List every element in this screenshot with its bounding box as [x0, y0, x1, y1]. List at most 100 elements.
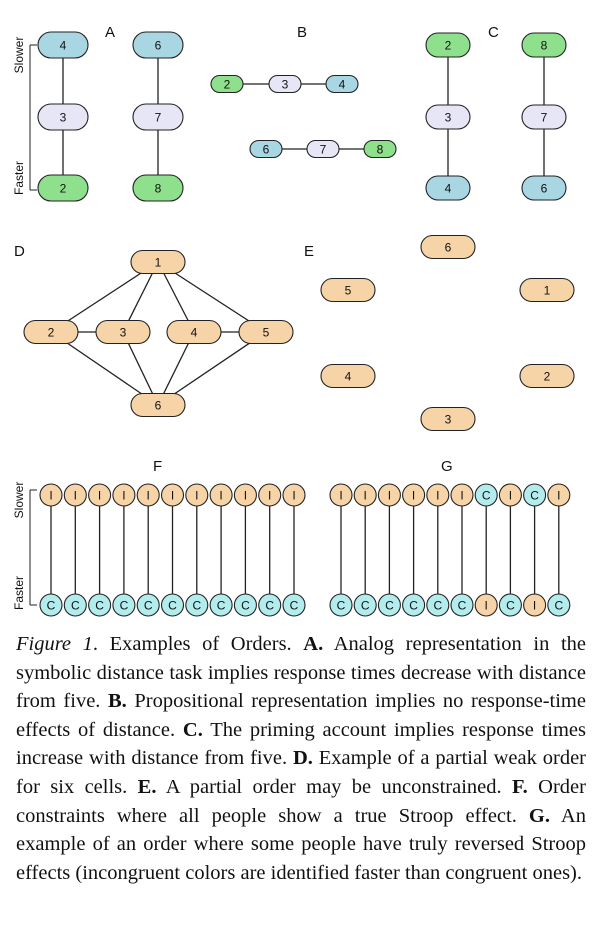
panel-g-bottom-cell: C [377, 593, 401, 617]
panel-b-label: B [297, 24, 307, 41]
node-label: 3 [445, 111, 452, 125]
node-label: 3 [60, 111, 67, 125]
cell-label: I [557, 489, 560, 503]
panel-f-bottom-cell: C [160, 593, 185, 617]
panel-a-node: 7 [132, 103, 184, 131]
panel-c-label: C [488, 24, 499, 41]
panel-d-edge [122, 331, 159, 406]
panel-a-node: 4 [37, 31, 89, 59]
cell-label: I [268, 489, 271, 503]
node-label: 8 [541, 39, 548, 53]
panel-f-bottom-cell: C [112, 593, 136, 617]
cell-label: C [120, 599, 129, 613]
panel-f-top-cell: I [63, 483, 87, 507]
panel-d-node: 4 [166, 319, 222, 345]
panel-e-label: E [304, 243, 314, 260]
node-label: 2 [60, 182, 67, 196]
axis-label-faster: Faster [12, 161, 26, 195]
panel-f-top-cell: I [185, 483, 209, 507]
caption-text-g: An example of an order where some people… [16, 804, 586, 884]
panel-b-node: 8 [363, 139, 397, 159]
cell-label: C [409, 599, 418, 613]
cell-label: C [433, 599, 442, 613]
panel-g-label: G [441, 458, 453, 475]
cell-label: C [530, 489, 539, 503]
panel-f-bottom-cell: C [233, 593, 257, 617]
node-label: 6 [155, 399, 162, 413]
panel-d-edge [157, 331, 267, 406]
figure-caption: Figure 1. Examples of Orders. A. Analog … [16, 630, 586, 887]
cell-label: I [122, 489, 125, 503]
panel-a-label: A [105, 24, 115, 41]
panel-g-top-cell: I [377, 483, 401, 507]
caption-label-f: F. [512, 775, 528, 798]
node-label: 4 [345, 370, 352, 384]
panel-c-node: 4 [425, 175, 471, 201]
cell-label: C [361, 599, 370, 613]
panel-d-node: 3 [95, 319, 151, 345]
caption-text-f: Order constraints where all people show … [16, 775, 586, 827]
panel-g-bottom-cell: I [523, 593, 547, 617]
cell-label: C [71, 599, 80, 613]
panel-f-bottom-cell: C [185, 593, 209, 617]
caption-label-b: B. [108, 690, 127, 713]
panel-g-bottom-cell: C [547, 593, 571, 617]
panel-d-node: 1 [130, 249, 186, 275]
node-label: 1 [544, 284, 551, 298]
panel-g-bottom-cell: C [353, 593, 377, 617]
cell-label: C [458, 599, 467, 613]
panel-g-top-cell: I [498, 483, 522, 507]
cell-label: I [195, 489, 198, 503]
node-label: 2 [48, 326, 55, 340]
panel-c-node: 7 [521, 104, 567, 130]
panel-g-top-cell: C [523, 483, 547, 507]
panel-g-bottom-cell: C [329, 593, 353, 617]
node-label: 4 [339, 78, 346, 92]
panel-f-top-cell: I [160, 483, 185, 507]
panel-d-label: D [14, 243, 25, 260]
cell-label: C [506, 599, 515, 613]
caption-text-a: Analog representation in the symbolic di… [16, 633, 586, 713]
cell-label: C [144, 599, 153, 613]
panel-b-node: 6 [249, 139, 283, 159]
panel-f-top-cell: I [282, 483, 306, 507]
panel-g-top-cell: I [450, 483, 474, 507]
cell-label: I [98, 489, 101, 503]
cell-label: I [460, 489, 463, 503]
node-label: 2 [544, 370, 551, 384]
panel-d-node: 2 [23, 319, 79, 345]
node-label: 6 [155, 39, 162, 53]
node-label: 4 [191, 326, 198, 340]
node-label: 7 [320, 143, 327, 157]
cell-label: I [147, 489, 150, 503]
panel-g-top-cell: I [329, 483, 353, 507]
node-label: 5 [263, 326, 270, 340]
panel-f-bottom-cell: C [88, 593, 112, 617]
panel-a-node: 3 [37, 103, 89, 131]
caption-figure-label: Figure 1 [16, 633, 93, 655]
cell-label: I [388, 489, 391, 503]
panel-e-node: 6 [420, 234, 476, 260]
panel-f-top-cell: I [136, 483, 160, 507]
caption-text-b: Propositional representation implies no … [16, 690, 586, 741]
panel-f-bottom-cell: C [209, 593, 233, 617]
caption-label-e: E. [137, 775, 157, 798]
panel-g-top-cell: I [402, 483, 426, 507]
node-label: 6 [445, 241, 452, 255]
node-label: 6 [263, 143, 270, 157]
node-label: 7 [155, 111, 162, 125]
caption-label-a: A. [303, 633, 324, 655]
node-label: 8 [155, 182, 162, 196]
panel-f-bottom-cell: C [63, 593, 87, 617]
panel-c-node: 8 [521, 32, 567, 58]
panel-g-bottom-cell: C [402, 593, 426, 617]
caption-label-g: G. [528, 804, 550, 827]
panel-e-node: 2 [519, 363, 575, 389]
cell-label: I [339, 489, 342, 503]
node-label: 3 [120, 326, 127, 340]
cell-label: I [436, 489, 439, 503]
cell-label: C [554, 599, 563, 613]
node-label: 7 [541, 111, 548, 125]
panel-e-node: 5 [320, 277, 376, 303]
cell-label: I [533, 599, 536, 613]
